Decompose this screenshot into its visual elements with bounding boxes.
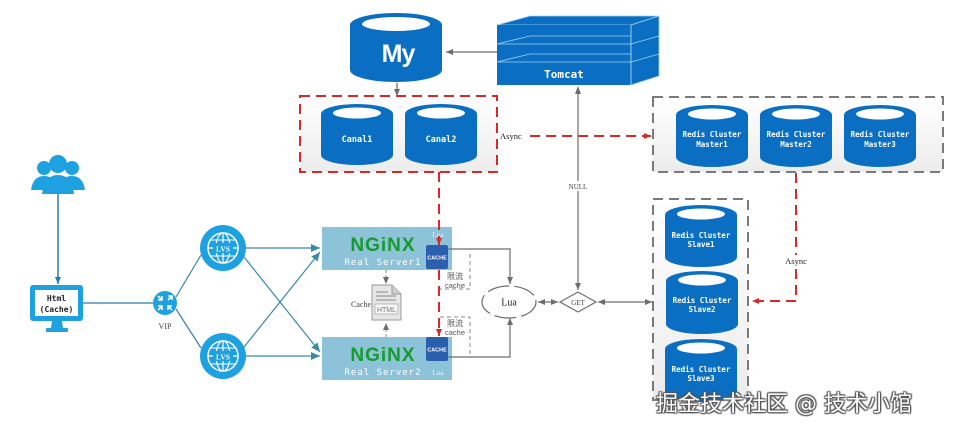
rate-limit2-line2: cache (445, 328, 465, 337)
redis-slave1-line2: Slave1 (687, 240, 715, 249)
canal2-database-icon (405, 104, 477, 165)
nginx1-lua-tag: Lua (433, 231, 445, 239)
watermark: 掘金技术社区 @ 技术小馆 (656, 392, 912, 417)
rate-limit1-line2: cache (445, 281, 465, 290)
monitor-icon (30, 285, 83, 332)
rate-limit2-box (440, 316, 471, 357)
tomcat-label: Tomcat (544, 68, 584, 81)
get-arrowhead (598, 299, 605, 305)
mysql-label: My (382, 40, 416, 68)
redis-master3-line2: Master3 (864, 140, 896, 149)
nginx2-to-lua-connector (448, 318, 513, 358)
lua-node (481, 285, 537, 319)
lvs1-globe-icon (200, 225, 246, 271)
rate-limit1-line1: 限流 (447, 271, 463, 281)
nginx2-name: Real Server2 (344, 368, 421, 378)
redis-slave1-line1: Redis Cluster (672, 231, 731, 240)
client-label-line1: Html (47, 294, 66, 303)
client-label-line2: (Cache) (40, 305, 74, 314)
lua-node-label: Lua (501, 298, 517, 309)
rate-limit1-box (440, 254, 471, 290)
nginx2-lua-tag: Lua (433, 369, 445, 377)
async-label-bg (780, 255, 812, 267)
redis-slave3-line2: Slave3 (687, 374, 715, 383)
nginx1-cache-label: CACHE (427, 256, 447, 262)
mysql-database-icon (350, 13, 442, 82)
masters-to-slaves-async-connector (752, 173, 797, 304)
get-node-label: GET (571, 299, 585, 307)
redis-master2-line1: Redis Cluster (767, 130, 826, 139)
html-file-icon (371, 284, 402, 321)
redis-master1-line2: Master1 (696, 140, 728, 149)
lvs1-label: LVS (216, 245, 230, 254)
async-label-canal: Async (500, 131, 522, 141)
router-icon (153, 291, 177, 315)
async-label-masters: Async (785, 256, 807, 266)
redis-master2-icon (760, 105, 832, 167)
redis-master1-icon (676, 105, 748, 167)
null-label: NULL (569, 183, 588, 191)
nginx1-logo: NGiNX (350, 235, 415, 256)
canal2-label: Canal2 (426, 135, 457, 145)
lvs2-to-nginx1-connector (243, 251, 321, 348)
redis-master3-icon (844, 105, 916, 167)
html-cache-label: Cache (351, 300, 371, 309)
nginx2-cache-box (426, 337, 448, 361)
canal1-label: Canal1 (342, 135, 373, 145)
tomcat-server-stack-icon (496, 15, 660, 86)
redis-slave3-icon (665, 339, 737, 402)
lua-arrowhead (538, 299, 545, 305)
rate-limit2-line1: 限流 (447, 318, 463, 328)
redis-master2-line2: Master2 (780, 140, 812, 149)
redis-master1-line1: Redis Cluster (683, 130, 742, 139)
redis-master3-line1: Redis Cluster (851, 130, 910, 139)
null-label-bg (566, 181, 590, 191)
nginx1-to-lua-connector (448, 248, 513, 284)
redis-slave1-icon (665, 205, 737, 267)
nginx1-cache-box (426, 245, 448, 269)
nginx2-logo: NGiNX (350, 345, 415, 366)
nginx1-name: Real Server1 (344, 258, 421, 268)
lvs1-to-nginx2-connector (243, 256, 321, 353)
vip-to-lvs2-connector (175, 308, 202, 349)
users-group-icon (31, 155, 85, 194)
lvs2-globe-icon (200, 333, 246, 379)
vip-to-lvs1-connector (175, 254, 202, 298)
lvs2-label: LVS (216, 353, 230, 362)
redis-slave2-icon (666, 271, 738, 334)
redis-slave3-line1: Redis Cluster (672, 365, 731, 374)
vip-label: VIP (159, 322, 172, 331)
redis-slave2-line1: Redis Cluster (673, 296, 732, 305)
html-file-label: HTML (377, 307, 396, 314)
get-node (558, 291, 598, 313)
tomcat-arrowhead (575, 86, 581, 94)
nginx2-cache-label: CACHE (427, 348, 447, 354)
redis-slave2-line2: Slave2 (688, 305, 715, 314)
canal1-database-icon (321, 104, 393, 165)
